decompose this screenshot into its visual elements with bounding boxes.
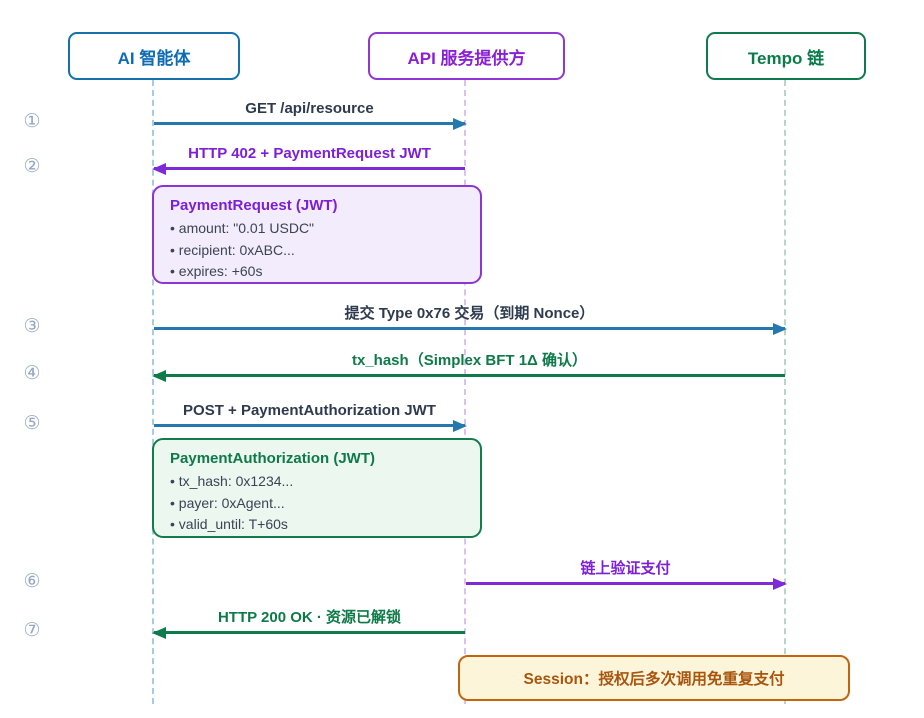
actor-ai-agent: AI 智能体 <box>68 32 240 80</box>
message-submit-type0x76-tx-label: 提交 Type 0x76 交易（到期 Nonce） <box>344 305 595 322</box>
message-post-payment-authorization: POST + PaymentAuthorization JWT <box>154 402 467 432</box>
note-payment-request-item-expires: expires: +60s <box>170 261 464 283</box>
message-http-200-resource-unlocked: HTTP 200 OK · 资源已解锁 <box>152 609 465 639</box>
step-marker-2: ② <box>23 156 41 177</box>
step-marker-1: ① <box>23 111 41 132</box>
note-payment-request-item-amount: amount: "0.01 USDC" <box>170 218 464 240</box>
message-submit-type0x76-tx: 提交 Type 0x76 交易（到期 Nonce） <box>154 305 787 335</box>
message-http-200-resource-unlocked-label: HTTP 200 OK · 资源已解锁 <box>217 609 402 626</box>
message-onchain-verify-payment-label: 链上验证支付 <box>580 560 671 577</box>
message-tx-hash-confirmation-label: tx_hash（Simplex BFT 1Δ 确认） <box>352 352 587 369</box>
actor-ai-agent-label: AI 智能体 <box>117 48 191 68</box>
arrow-left-icon <box>152 162 465 175</box>
note-payment-authorization-item-validuntil: valid_until: T+60s <box>170 514 464 536</box>
step-marker-4: ④ <box>23 363 41 384</box>
lifeline-ai-agent <box>152 80 154 704</box>
actor-api-provider-label: API 服务提供方 <box>407 48 526 68</box>
note-payment-authorization-item-txhash: tx_hash: 0x1234... <box>170 471 464 493</box>
message-onchain-verify-payment: 链上验证支付 <box>466 560 787 590</box>
step-marker-7: ⑦ <box>23 620 41 641</box>
note-payment-request: PaymentRequest (JWT) amount: "0.01 USDC"… <box>152 185 482 284</box>
actor-tempo-chain: Tempo 链 <box>706 32 866 80</box>
lifeline-tempo-chain <box>784 80 786 704</box>
step-marker-5: ⑤ <box>23 413 41 434</box>
arrow-right-icon <box>154 419 467 432</box>
note-payment-authorization-item-payer: payer: 0xAgent... <box>170 493 464 515</box>
note-session-label: Session：授权后多次调用免重复支付 <box>523 671 785 688</box>
note-payment-authorization: PaymentAuthorization (JWT) tx_hash: 0x12… <box>152 438 482 538</box>
lifeline-api-provider <box>464 80 466 704</box>
message-get-api-resource: GET /api/resource <box>154 100 467 130</box>
arrow-right-icon <box>154 322 787 335</box>
step-marker-6: ⑥ <box>23 571 41 592</box>
note-payment-request-item-recipient: recipient: 0xABC... <box>170 240 464 262</box>
actor-api-provider: API 服务提供方 <box>368 32 565 80</box>
arrow-right-icon <box>466 577 787 590</box>
arrow-right-icon <box>154 117 467 130</box>
message-http-402-label: HTTP 402 + PaymentRequest JWT <box>188 145 431 162</box>
note-payment-request-title: PaymentRequest (JWT) <box>170 197 338 214</box>
message-http-402: HTTP 402 + PaymentRequest JWT <box>152 145 465 175</box>
note-session: Session：授权后多次调用免重复支付 <box>458 655 850 701</box>
message-post-payment-authorization-label: POST + PaymentAuthorization JWT <box>183 402 436 419</box>
arrow-left-icon <box>152 626 465 639</box>
note-payment-authorization-title: PaymentAuthorization (JWT) <box>170 450 375 467</box>
message-tx-hash-confirmation: tx_hash（Simplex BFT 1Δ 确认） <box>152 352 785 382</box>
step-marker-3: ③ <box>23 316 41 337</box>
actor-tempo-chain-label: Tempo 链 <box>747 48 825 68</box>
arrow-left-icon <box>152 369 785 382</box>
message-get-api-resource-label: GET /api/resource <box>245 100 374 117</box>
